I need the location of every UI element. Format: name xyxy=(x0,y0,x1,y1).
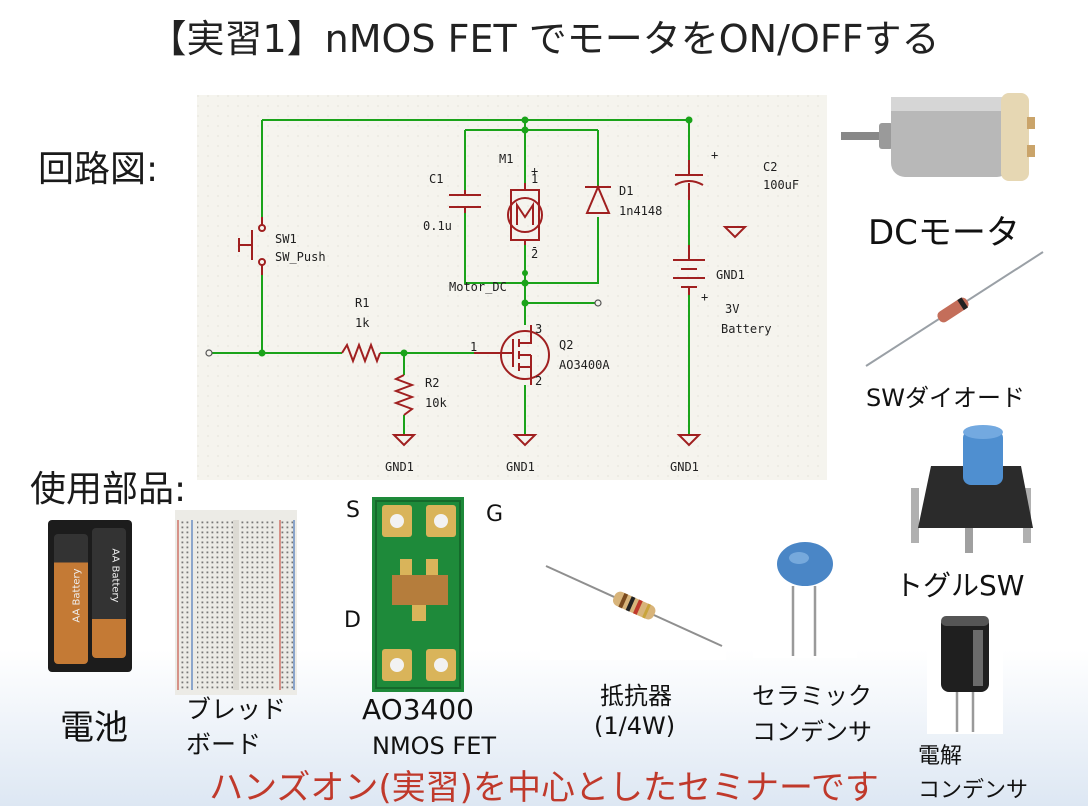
circuit-schematic: SW1 SW_Push R1 1k R2 10k C1 0.1u M1 Moto… xyxy=(197,95,827,480)
part-label-resistor-2: (1/4W) xyxy=(594,712,676,740)
r1-value: 1k xyxy=(355,316,370,330)
d1-ref: D1 xyxy=(619,184,633,198)
q2-pin3: 3 xyxy=(535,322,542,336)
battery-cell-label-1: AA Battery xyxy=(71,568,83,623)
r2-value: 10k xyxy=(425,396,447,410)
electrolytic-capacitor-image xyxy=(927,608,1003,734)
fet-pin-d-label: D xyxy=(344,608,361,633)
fet-pcb-image xyxy=(372,497,464,692)
d1-value: 1n4148 xyxy=(619,204,662,218)
battery-holder-image: AA Battery AA Battery xyxy=(48,520,132,672)
tact-switch-image xyxy=(893,418,1048,563)
m1-minus: - xyxy=(531,240,538,254)
part-label-breadboard-2: ボード xyxy=(186,730,262,759)
part-label-fet-2: NMOS FET xyxy=(372,732,497,760)
c2-ref: C2 xyxy=(763,160,777,174)
q2-ref: Q2 xyxy=(559,338,573,352)
motor-net-label: Motor_DC xyxy=(449,280,507,294)
battery-cell-label-2: AA Battery xyxy=(109,548,121,603)
fet-pin-g-label: G xyxy=(486,502,504,527)
part-label-motor: DCモータ xyxy=(868,213,1020,253)
part-label-ceramic-1: セラミック xyxy=(752,682,872,710)
wire-junctions xyxy=(258,116,693,357)
part-label-breadboard-1: ブレッド xyxy=(186,695,287,724)
q2-value: AO3400A xyxy=(559,358,610,372)
battery-plus: + xyxy=(701,290,708,304)
r1-ref: R1 xyxy=(355,296,369,310)
c1-value: 0.1u xyxy=(423,219,452,233)
m1-ref: M1 xyxy=(499,152,513,166)
fet-pin-s-label: S xyxy=(346,498,360,523)
part-label-fet-1: AO3400 xyxy=(362,693,474,726)
components xyxy=(238,160,705,416)
ground-symbols xyxy=(391,434,702,447)
sw1-value: SW_Push xyxy=(275,250,326,264)
c1-ref: C1 xyxy=(429,172,443,186)
section-parts-label: 使用部品: xyxy=(30,469,187,510)
m1-pin2: 2 xyxy=(531,247,538,261)
gnd-label-q2: GND1 xyxy=(506,460,535,474)
part-label-switch: トグルSW xyxy=(895,569,1025,602)
c2-ground-symbol xyxy=(722,226,748,239)
slide-title: 【実習1】nMOS FET でモータをON/OFFする xyxy=(148,17,940,61)
part-label-resistor-1: 抵抗器 xyxy=(600,682,672,710)
sw1-ref: SW1 xyxy=(275,232,297,246)
section-circuit-label: 回路図: xyxy=(38,149,159,190)
diode-image xyxy=(858,248,1048,368)
part-label-battery: 電池 xyxy=(60,708,128,748)
q2-pin2: 2 xyxy=(535,374,542,388)
m1-pin1: 1 xyxy=(531,172,538,186)
gnd-label-c2: GND1 xyxy=(716,268,745,282)
part-label-electrolytic-1: 電解 xyxy=(918,744,963,769)
q2-pin1: 1 xyxy=(470,340,477,354)
part-label-ceramic-2: コンデンサ xyxy=(752,718,872,746)
gnd-label-r2: GND1 xyxy=(385,460,414,474)
part-label-electrolytic-2: コンデンサ xyxy=(918,778,1029,803)
r2-ref: R2 xyxy=(425,376,439,390)
battery-label: Battery xyxy=(721,322,772,336)
resistor-image xyxy=(540,530,726,660)
dc-motor-image xyxy=(831,75,1053,195)
breadboard-image xyxy=(175,510,297,695)
battery-voltage: 3V xyxy=(725,302,739,316)
ceramic-capacitor-image xyxy=(753,530,857,658)
m1-plus: + xyxy=(531,164,538,178)
c2-plus: + xyxy=(711,148,718,162)
c2-value: 100uF xyxy=(763,178,799,192)
part-label-diode: SWダイオード xyxy=(866,384,1025,412)
footer-banner: ハンズオン(実習)を中心としたセミナーです xyxy=(209,768,879,808)
wires xyxy=(212,119,690,435)
gnd-label-battery: GND1 xyxy=(670,460,699,474)
